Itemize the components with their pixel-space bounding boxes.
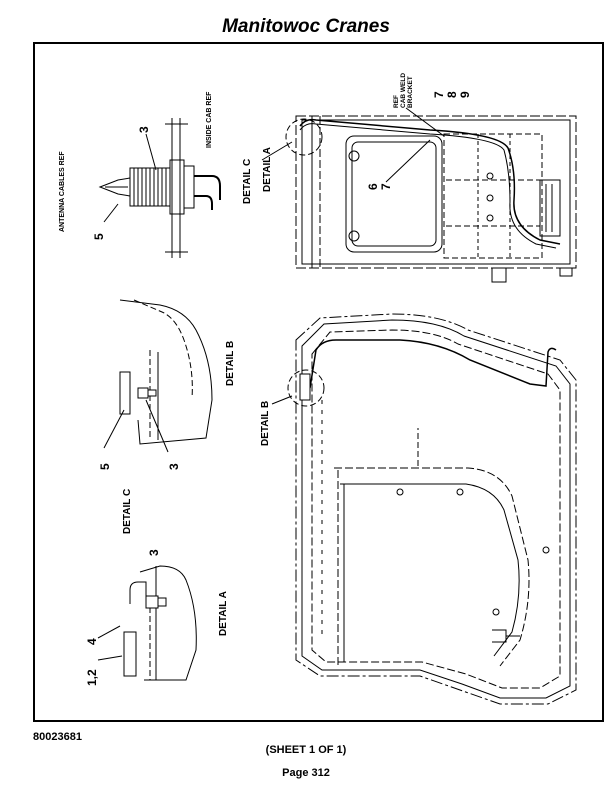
detail-b-view bbox=[103, 299, 213, 453]
callout-3-detail-a: 3 bbox=[147, 549, 161, 556]
detail-c-ref: DETAIL C bbox=[122, 489, 133, 534]
detail-a-ref: DETAIL A bbox=[262, 147, 273, 192]
cab-side-view bbox=[261, 107, 577, 283]
callout-3-detail-b: 3 bbox=[167, 463, 181, 470]
callout-7-top: 7 bbox=[432, 91, 446, 98]
antenna-cables-ref-label: ANTENNA CABLES REF bbox=[59, 151, 66, 232]
detail-a-title: DETAIL A bbox=[218, 591, 229, 636]
callout-6: 6 bbox=[366, 183, 380, 190]
page-title: Manitowoc Cranes bbox=[222, 16, 390, 37]
drawing-frame bbox=[33, 42, 604, 722]
detail-b-ref: DETAIL B bbox=[260, 401, 271, 446]
cab-weld-label: CAB WELD bbox=[400, 73, 407, 108]
callout-4: 4 bbox=[85, 638, 99, 645]
callout-3-detail-c: 3 bbox=[137, 126, 151, 133]
page-number: Page 312 bbox=[282, 767, 330, 779]
part-number: 80023681 bbox=[33, 731, 82, 743]
detail-c-title: DETAIL C bbox=[242, 159, 253, 204]
callout-7-mid: 7 bbox=[379, 183, 393, 190]
detail-b-title: DETAIL B bbox=[225, 341, 236, 386]
callout-5-detail-b: 5 bbox=[98, 463, 112, 470]
inside-cab-ref-label: INSIDE CAB REF bbox=[206, 91, 213, 148]
detail-a-view bbox=[97, 565, 197, 681]
sheet-number: (SHEET 1 OF 1) bbox=[265, 744, 347, 756]
callout-1-2: 1,2 bbox=[85, 669, 99, 686]
bracket-label: BRACKET bbox=[407, 76, 414, 108]
callout-9: 9 bbox=[458, 91, 472, 98]
detail-c-antenna-mount bbox=[98, 118, 221, 258]
ref-label: REF bbox=[393, 95, 400, 108]
callout-5-detail-c: 5 bbox=[92, 233, 106, 240]
callout-8: 8 bbox=[445, 91, 459, 98]
cab-top-view bbox=[271, 313, 577, 705]
